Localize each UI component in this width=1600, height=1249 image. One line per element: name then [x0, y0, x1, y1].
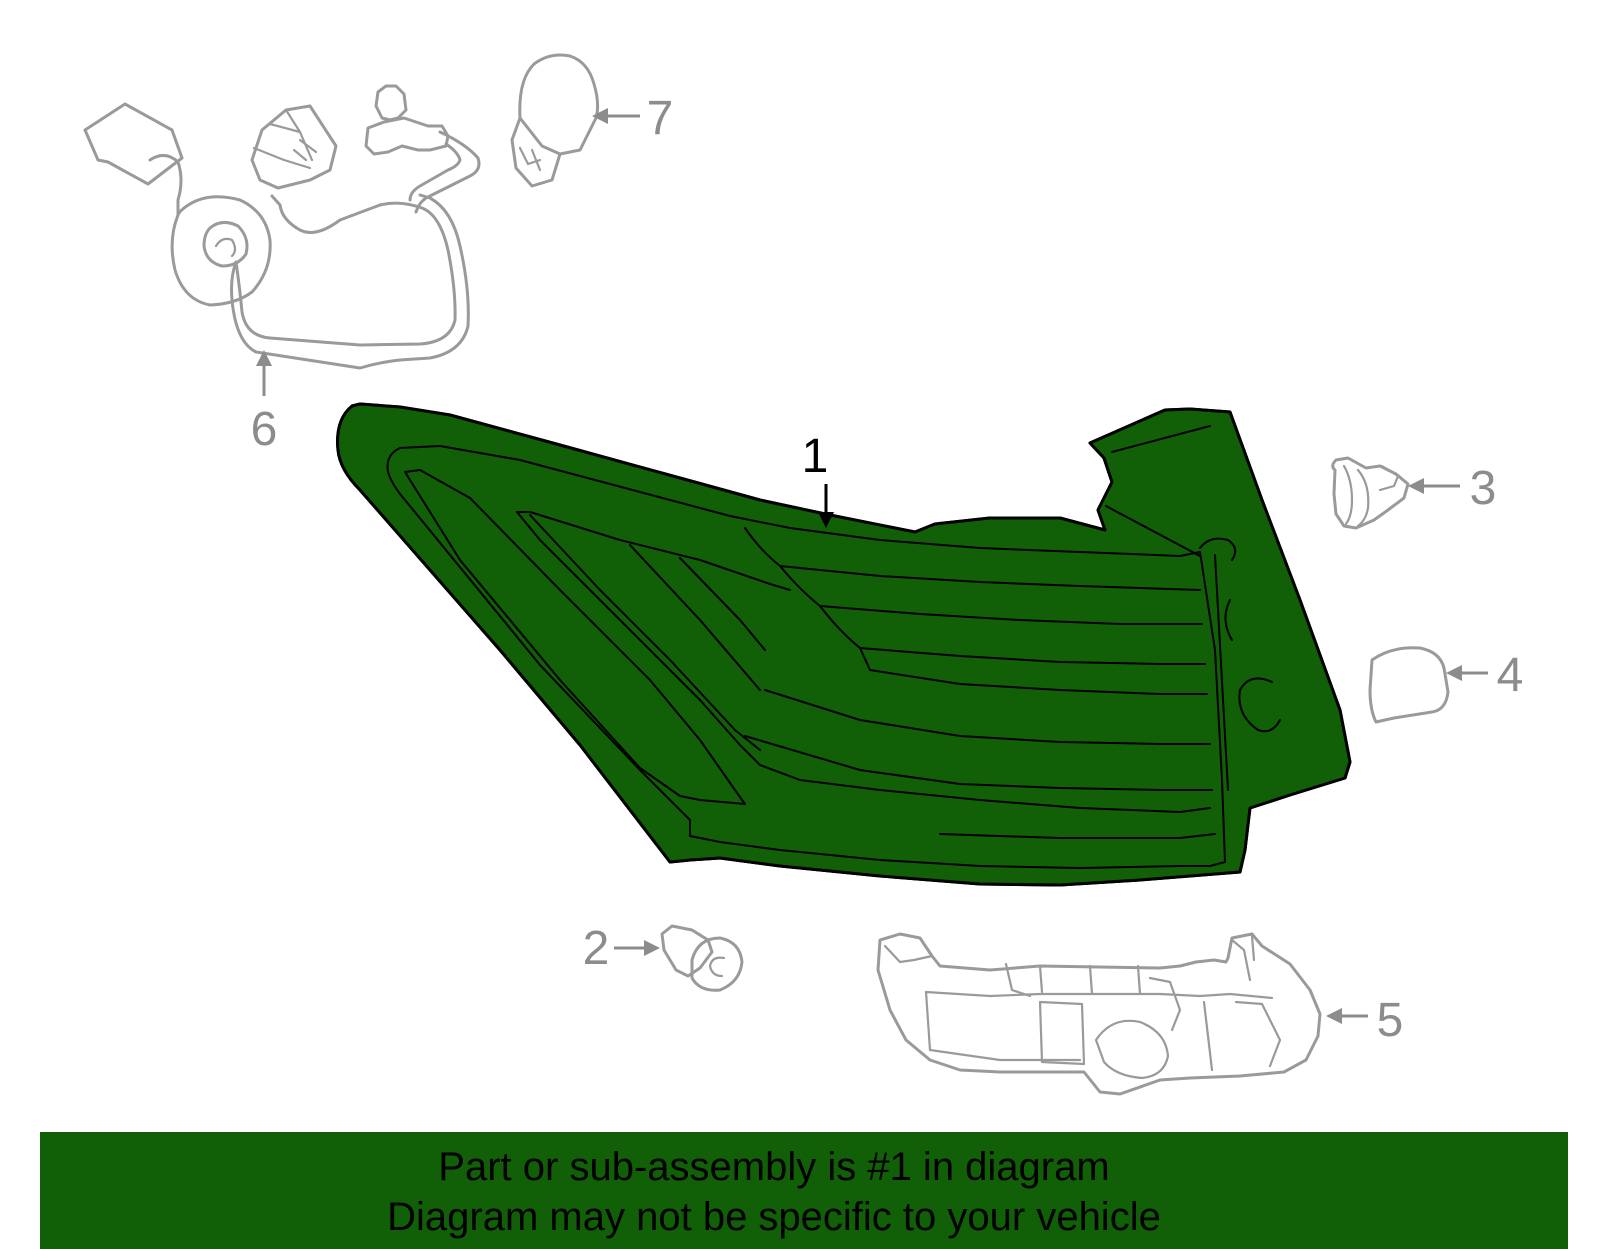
- callout-6-label: 6: [251, 403, 278, 456]
- callout-5-label: 5: [1377, 994, 1404, 1047]
- banner-line-1: Part or sub-assembly is #1 in diagram: [438, 1145, 1110, 1189]
- callout-3: 3: [1408, 462, 1496, 515]
- callout-4-label: 4: [1497, 649, 1524, 702]
- callout-7: 7: [592, 92, 673, 145]
- tail-lamp-assembly: [336, 402, 1352, 887]
- wiring-harness: [83, 84, 481, 370]
- clip-fastener: [1331, 456, 1410, 530]
- cushion-pad: [1368, 646, 1450, 724]
- callout-2-label: 2: [583, 922, 610, 975]
- callout-5: 5: [1326, 994, 1403, 1047]
- nut-clip: [660, 924, 744, 992]
- callout-4: 4: [1446, 649, 1523, 702]
- callout-7-label: 7: [647, 92, 674, 145]
- lamp-bracket: [876, 932, 1322, 1096]
- callout-6: 6: [251, 350, 278, 456]
- callout-2: 2: [583, 922, 660, 975]
- callout-3-label: 3: [1470, 462, 1497, 515]
- bulb: [510, 53, 600, 188]
- callout-1: 1: [802, 430, 834, 528]
- notice-banner: Part or sub-assembly is #1 in diagram Di…: [40, 1132, 1568, 1249]
- callout-1-label: 1: [802, 430, 829, 483]
- banner-line-2: Diagram may not be specific to your vehi…: [387, 1195, 1161, 1239]
